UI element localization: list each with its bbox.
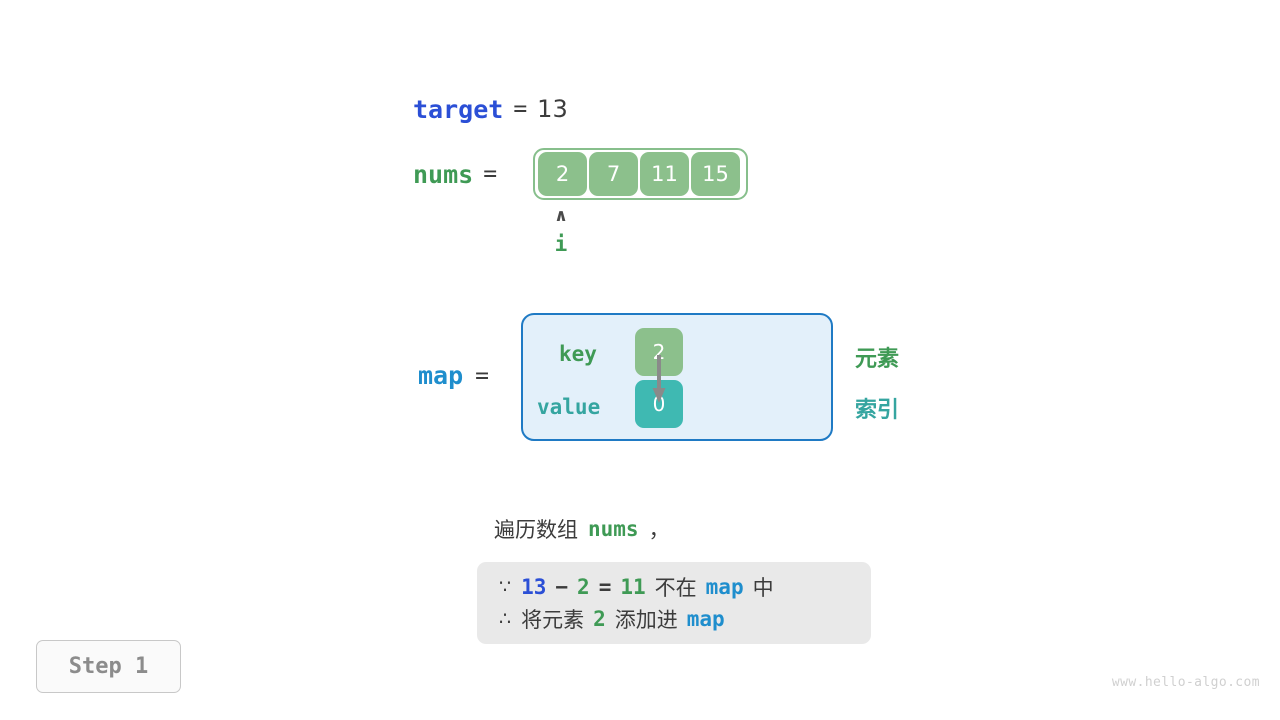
annotation-index: 索引 [855, 398, 900, 423]
array-cell: 7 [589, 152, 638, 196]
explanation-line2-map: map [686, 607, 725, 631]
map-value-label: value [537, 395, 601, 419]
explanation-equals-sign: = [598, 575, 612, 599]
watermark: www.hello-algo.com [1111, 675, 1260, 690]
explanation-line2-starttext: 将元素 [521, 608, 585, 632]
explanation-line1-endtext: 中 [752, 576, 774, 600]
target-value: 13 [537, 95, 568, 123]
explanation-line-1: ∵ 13 − 2 = 11 不在 map 中 [499, 571, 849, 603]
target-variable-row: target = 13 [413, 92, 568, 126]
map-key-cell: 2 [635, 328, 683, 376]
explanation-operand-current: 2 [577, 575, 590, 599]
explanation-result: 11 [620, 575, 646, 599]
nums-variable-name: nums [413, 159, 474, 189]
explanation-box: ∵ 13 − 2 = 11 不在 map 中 ∴ 将元素 2 添加进 map [477, 562, 871, 644]
explanation-minus-sign: − [555, 575, 569, 599]
target-equals-sign: = [513, 96, 528, 122]
hash-map-container: key value 2 0 [521, 313, 833, 441]
array-index-pointer: ∧ i [536, 206, 586, 256]
array-cell: 15 [691, 152, 740, 196]
caption-suffix: ， [648, 518, 670, 542]
map-variable-name: map [418, 361, 464, 390]
explanation-operand-target: 13 [521, 575, 547, 599]
explanation-line2-midtext: 添加进 [614, 608, 678, 632]
nums-variable-row: nums = [413, 158, 507, 190]
map-value-cell: 0 [635, 380, 683, 428]
caret-up-icon: ∧ [554, 206, 568, 226]
because-symbol: ∵ [499, 576, 512, 598]
array-cell: 2 [538, 152, 587, 196]
target-variable-name: target [413, 94, 504, 124]
therefore-symbol: ∴ [499, 608, 512, 630]
nums-array-container: 2 7 11 15 [533, 148, 748, 200]
annotation-element: 元素 [855, 347, 900, 372]
step-badge: Step 1 [36, 640, 181, 693]
caption-keyword-nums: nums [588, 517, 639, 541]
explanation-line1-midtext: 不在 [654, 576, 697, 600]
caption-text: 遍历数组 nums ， [494, 514, 670, 544]
map-equals-sign: = [475, 362, 490, 389]
array-cell: 11 [640, 152, 689, 196]
pointer-label-i: i [554, 232, 568, 256]
caption-prefix: 遍历数组 [494, 518, 578, 542]
explanation-line-2: ∴ 将元素 2 添加进 map [499, 603, 849, 635]
map-variable-row: map = [418, 361, 489, 390]
nums-equals-sign: = [483, 161, 498, 187]
map-key-label: key [559, 342, 597, 366]
explanation-line2-value: 2 [593, 607, 606, 631]
explanation-line1-map: map [705, 575, 744, 599]
